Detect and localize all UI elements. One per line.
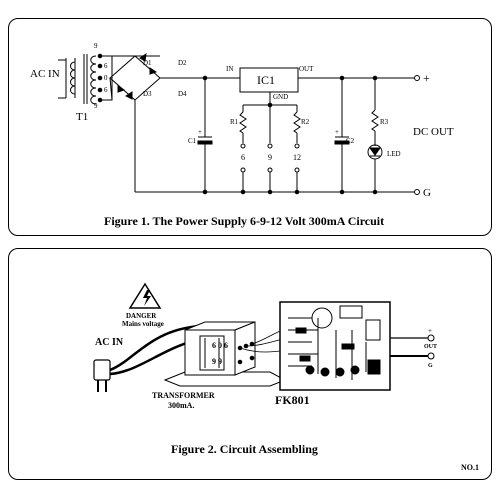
c2-capacitor <box>334 78 350 192</box>
out-label: OUT <box>424 344 437 350</box>
ac-in-label: AC IN <box>30 68 60 80</box>
assembly-ac-in-label: AC IN <box>95 337 124 348</box>
tap-label: 6 <box>104 62 108 70</box>
figure-2-caption: Figure 2. Circuit Assembling <box>171 442 318 456</box>
tap-label: 0 <box>104 74 108 82</box>
tap-label: 9 <box>94 102 98 110</box>
output-plus-terminal <box>414 75 420 81</box>
c1-plus-label: + <box>198 128 202 136</box>
d2-label: D2 <box>178 59 187 67</box>
d1-label: D1 <box>143 59 152 67</box>
c2-plus-label: + <box>335 128 339 136</box>
output-gnd-label: G <box>423 187 431 199</box>
ic1-label: IC1 <box>257 73 275 87</box>
r3-led-indicator <box>367 78 383 192</box>
transformer-unit <box>163 321 287 387</box>
c2-label: C2 <box>346 137 355 145</box>
led-label: LED <box>387 150 401 158</box>
board-out-plus-terminal <box>427 334 435 342</box>
resistor-network <box>239 105 301 192</box>
tap-label: 6 <box>104 86 108 94</box>
r2-label: R2 <box>301 118 310 126</box>
danger-sign <box>128 282 162 309</box>
tap-label: 9 <box>94 42 98 50</box>
board-name-label: FK801 <box>275 393 310 407</box>
danger-label: DANGER <box>126 312 157 320</box>
ic-gnd-label: GND <box>273 93 288 101</box>
select-6-label: 6 <box>241 153 245 162</box>
figure-1-caption: Figure 1. The Power Supply 6-9-12 Volt 3… <box>104 214 385 228</box>
d3-label: D3 <box>143 90 152 98</box>
board-out-g-terminal <box>427 352 435 360</box>
c1-capacitor <box>197 78 213 192</box>
output-gnd-terminal <box>414 189 420 195</box>
t1-label: T1 <box>76 111 88 123</box>
page-number: NO.1 <box>461 463 479 472</box>
out-plus-label: + <box>428 327 432 335</box>
taps-top-label: 6 0 6 <box>212 341 228 350</box>
output-plus-label: + <box>423 71 430 85</box>
r1-label: R1 <box>230 118 239 126</box>
c1-label: C1 <box>188 137 197 145</box>
ic-out-label: OUT <box>299 65 314 73</box>
ic-in-label: IN <box>226 65 233 73</box>
transformer-symbol <box>58 53 113 105</box>
pcb-board <box>279 301 391 391</box>
mains-voltage-label: Mains voltage <box>122 320 164 328</box>
rating-label: 300mA. <box>168 401 194 410</box>
taps-bottom-label: 9 9 <box>212 357 222 366</box>
select-12-label: 12 <box>293 153 301 162</box>
dc-out-label: DC OUT <box>413 126 454 138</box>
select-9-label: 9 <box>268 153 272 162</box>
out-g-label: G <box>428 363 433 369</box>
transformer-label: TRANSFORMER <box>152 391 215 400</box>
r3-label: R3 <box>380 118 389 126</box>
figure-1-panel <box>8 18 492 236</box>
bridge-rectifier <box>109 52 205 192</box>
d4-label: D4 <box>178 90 187 98</box>
